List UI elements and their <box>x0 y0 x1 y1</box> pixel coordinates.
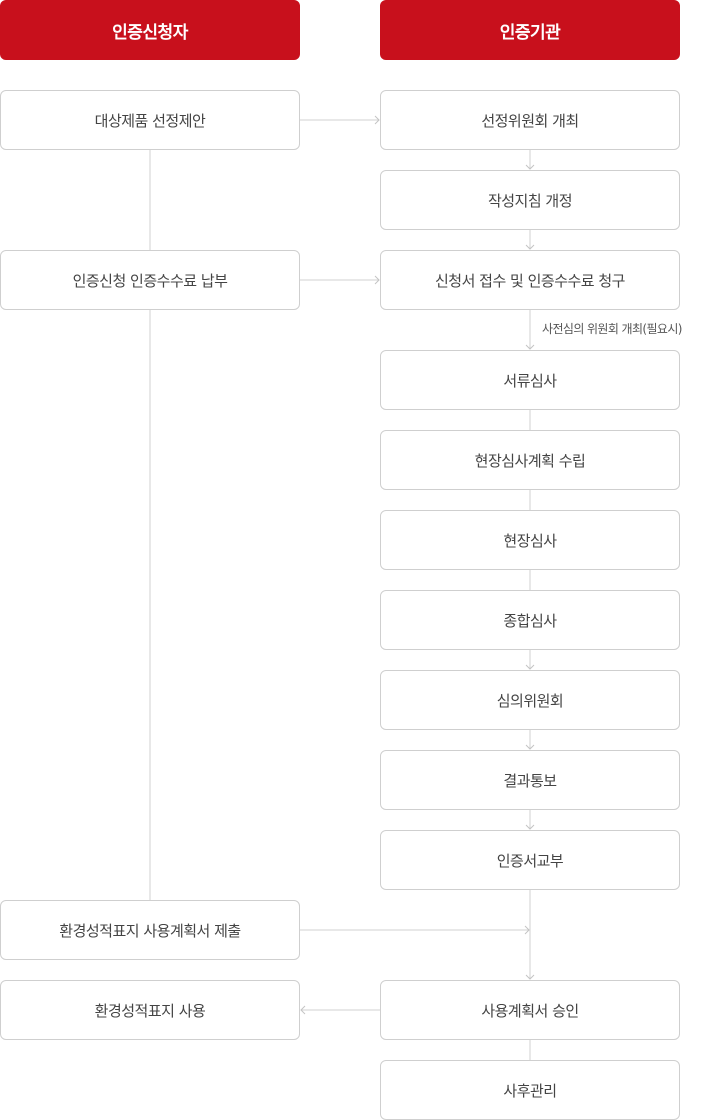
step-label: 인증서교부 <box>496 851 564 870</box>
step-label: 현장심사 <box>503 531 557 550</box>
step-follow-up-management: 사후관리 <box>380 1060 680 1120</box>
step-label: 환경성적표지 사용 <box>94 1001 206 1020</box>
step-document-review: 서류심사 <box>380 350 680 410</box>
step-selection-committee: 선정위원회 개최 <box>380 90 680 150</box>
step-receive-application: 신청서 접수 및 인증수수료 청구 <box>380 250 680 310</box>
step-label: 선정위원회 개최 <box>481 111 579 130</box>
step-label: 서류심사 <box>503 371 557 390</box>
step-usage-plan-approval: 사용계획서 승인 <box>380 980 680 1040</box>
step-label: 사후관리 <box>503 1081 557 1100</box>
step-result-notice: 결과통보 <box>380 750 680 810</box>
arrowhead-left-1 <box>300 1005 306 1015</box>
step-guideline-revision: 작성지침 개정 <box>380 170 680 230</box>
header-applicant: 인증신청자 <box>0 0 300 60</box>
arrowhead-down-6 <box>525 824 535 830</box>
step-apply-and-pay-fee: 인증신청 인증수수료 납부 <box>0 250 300 310</box>
arrowhead-right-3 <box>524 925 530 935</box>
step-label: 대상제품 선정제안 <box>94 111 206 130</box>
step-label: 인증신청 인증수수료 납부 <box>72 271 228 290</box>
arrowhead-down-5 <box>525 744 535 750</box>
header-agency: 인증기관 <box>380 0 680 60</box>
step-onsite-plan: 현장심사계획 수립 <box>380 430 680 490</box>
step-label: 심의위원회 <box>496 691 564 710</box>
step-use-label: 환경성적표지 사용 <box>0 980 300 1040</box>
step-label: 신청서 접수 및 인증수수료 청구 <box>435 271 625 290</box>
arrowhead-right-1 <box>374 115 380 125</box>
step-label: 작성지침 개정 <box>487 191 573 210</box>
arrowhead-right-2 <box>374 275 380 285</box>
arrowhead-down-1 <box>525 164 535 170</box>
step-label: 환경성적표지 사용계획서 제출 <box>59 921 241 940</box>
header-agency-label: 인증기관 <box>499 22 561 43</box>
step-certificate-issue: 인증서교부 <box>380 830 680 890</box>
pre-review-note: 사전심의 위원회 개최(필요시) <box>542 322 682 336</box>
step-label: 결과통보 <box>503 771 557 790</box>
step-review-committee: 심의위원회 <box>380 670 680 730</box>
step-submit-usage-plan: 환경성적표지 사용계획서 제출 <box>0 900 300 960</box>
arrowhead-down-7 <box>525 974 535 980</box>
step-overall-review: 종합심사 <box>380 590 680 650</box>
step-label: 현장심사계획 수립 <box>474 451 586 470</box>
step-label: 종합심사 <box>503 611 557 630</box>
arrowhead-down-3 <box>525 344 535 350</box>
step-onsite-review: 현장심사 <box>380 510 680 570</box>
arrowhead-down-4 <box>525 664 535 670</box>
arrowhead-down-2 <box>525 244 535 250</box>
header-applicant-label: 인증신청자 <box>112 22 188 43</box>
step-label: 사용계획서 승인 <box>481 1001 579 1020</box>
step-product-proposal: 대상제품 선정제안 <box>0 90 300 150</box>
